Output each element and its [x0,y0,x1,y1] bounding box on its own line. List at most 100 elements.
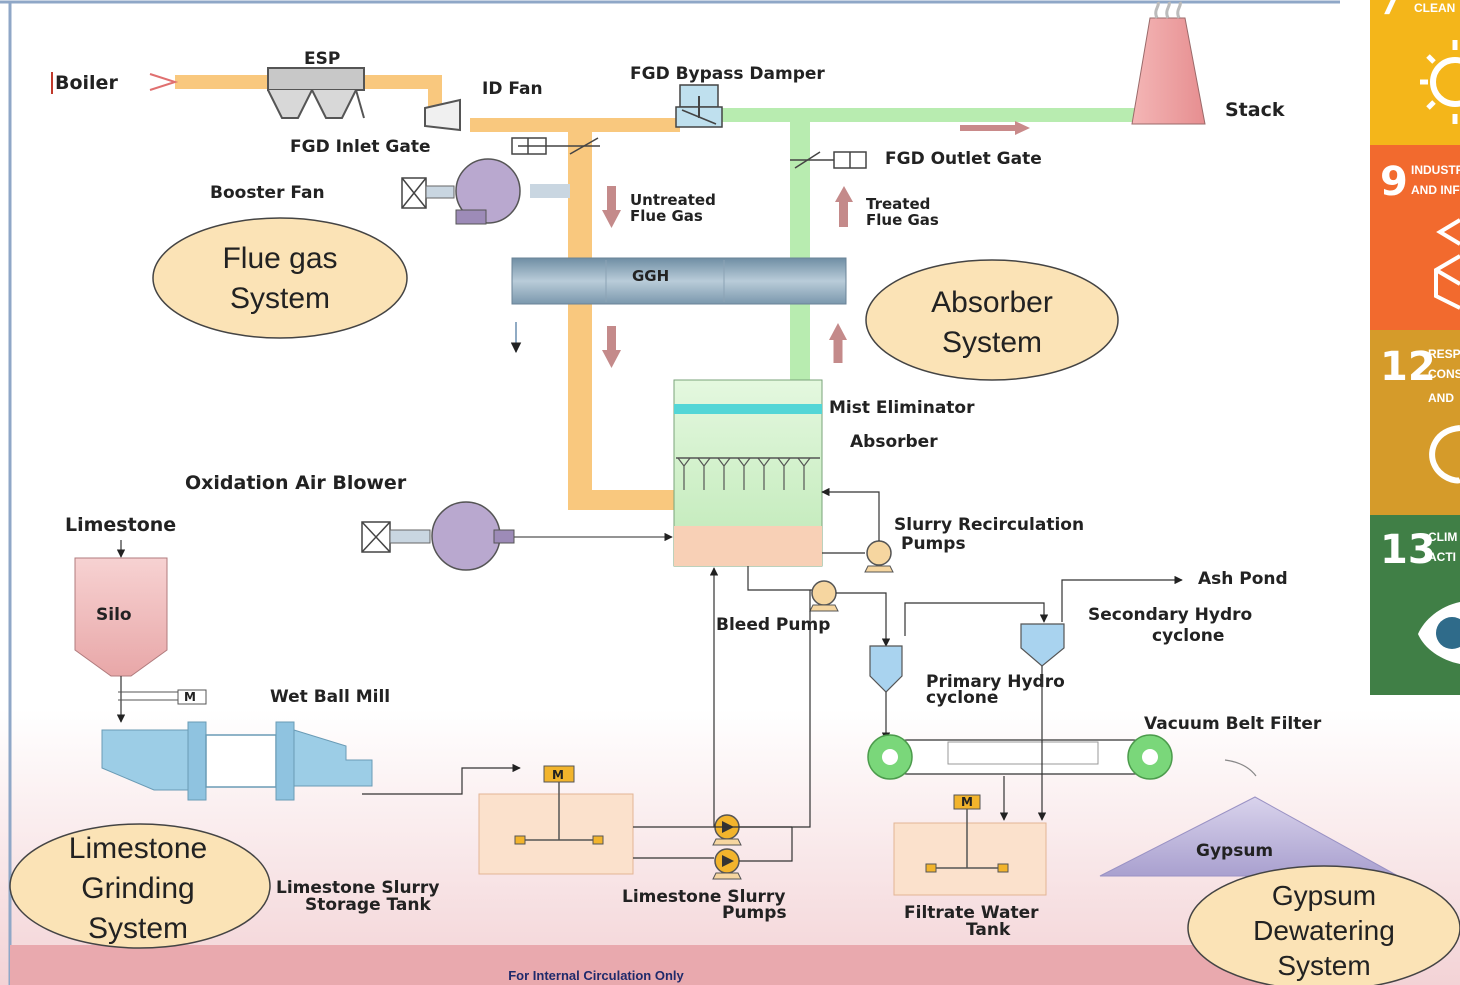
esp-unit [267,67,365,119]
esp-label: ESP [304,49,340,69]
limestone-grinding-line1: Limestone [69,832,207,865]
gypsum-dewatering-system-bubble: Gypsum Dewatering System [1187,865,1460,985]
spray-nozzle [697,457,711,490]
sdg-12-text-2: CONS [1428,367,1460,381]
mill-to-tank-line [362,763,521,795]
slurry-recirculation-pump [864,540,894,573]
sun-icon [1420,40,1460,124]
bleed-to-primary-line [836,592,891,647]
absorber-system-line1: Absorber [931,286,1053,319]
fgd-bypass-damper [675,84,723,128]
sdg-7-number: 7 [1380,0,1399,21]
spray-nozzle [717,457,731,490]
sdg-9-text-2: AND INFI [1411,183,1460,197]
fgd-bypass-damper-label: FGD Bypass Damper [630,64,825,84]
sdg-13-number: 13 [1380,527,1436,573]
vacuum-belt-filter-label: Vacuum Belt Filter [1144,714,1322,734]
ggh-untreated-down-arrow [602,326,621,368]
untreated-vertical-duct [568,120,592,508]
stack-label: Stack [1225,99,1285,121]
sdg-tile-13: 13 CLIM ACTI [1370,515,1460,695]
infinity-icon [1429,425,1460,484]
limestone-grinding-line3: System [88,912,188,945]
ggh-treated-up-arrow [829,323,847,363]
boiler-arrow [149,73,179,91]
fgd-inlet-gate [511,137,600,155]
absorber-tower [673,379,823,567]
gypsum-discharge-line [1224,759,1257,777]
footer-text: For Internal Circulation Only [508,968,684,983]
id-fan-label: ID Fan [482,79,543,99]
feeder [116,676,207,723]
ggh-unit [511,257,847,305]
treated-label-line1: Treated [866,195,930,213]
filtrate-motor-label: M [961,795,973,809]
ls-storage-label-line1: Limestone Slurry [276,878,439,898]
fgd-outlet-gate-label: FGD Outlet Gate [885,149,1042,169]
spray-nozzle [737,457,751,490]
gypsum-dewatering-line3: System [1277,950,1370,981]
gypsum-label: Gypsum [1196,841,1273,861]
id-fan [424,98,461,132]
treated-horizontal-duct [680,108,1140,122]
sdg-7-text: CLEAN [1414,1,1455,15]
primary-hydro-label-line2: cyclone [926,688,998,708]
boiler-label: Boiler [55,72,118,94]
vacuum-belt-filter [867,734,1173,780]
esp-outlet-duct [362,75,440,89]
primary-to-secondary-line [904,602,1049,636]
limestone-label: Limestone [65,514,176,536]
ls-pump-discharge-2 [739,827,793,862]
flue-gas-system-line2: System [230,282,330,315]
ls-pumps-label-line1: Limestone Slurry [622,887,785,907]
feeder-motor-label: M [184,690,196,704]
limestone-slurry-pump-1 [712,814,742,846]
untreated-flow-arrow [602,186,621,228]
sdg-12-text-3: AND [1428,391,1454,405]
sdg-13-text-1: CLIM [1428,530,1457,544]
ls-storage-label-line2: Storage Tank [305,895,432,915]
secondary-hydro-label-line2: cyclone [1152,626,1224,646]
filtrate-label-line1: Filtrate Water [904,903,1039,923]
booster-fan-label: Booster Fan [210,183,325,203]
globe-eye-icon [1418,602,1460,664]
untreated-label-line2: Flue Gas [630,207,703,225]
sdg-tile-7: 7 CLEAN [1370,0,1460,145]
storage-tank-motor-label: M [552,768,564,782]
sdg-12-number: 12 [1380,344,1436,390]
bleed-pump-label: Bleed Pump [716,615,830,635]
slurry-to-absorber-line [709,567,792,828]
treated-label-line2: Flue Gas [866,211,939,229]
gypsum-dewatering-line1: Gypsum [1272,880,1376,911]
fgd-outlet-gate [790,151,867,169]
flue-gas-system-line1: Flue gas [222,242,337,275]
booster-fan [401,158,521,225]
sdg-9-number: 9 [1380,159,1408,205]
absorber-inlet-duct [568,490,674,510]
ggh-label: GGH [632,267,669,285]
bleed-pump [809,580,839,612]
primary-hydro-label-line1: Primary Hydro [926,672,1065,692]
sdg-9-text-1: INDUSTR [1411,163,1460,177]
boiler-duct [175,75,270,89]
treated-vertical-duct [790,118,810,380]
sdg-12-text-1: RESP [1428,347,1460,361]
treated-flow-arrow [835,186,853,227]
stack [1131,1,1206,125]
esp-down-duct [428,75,442,107]
absorber-system-line2: System [942,326,1042,359]
silo-label: Silo [96,605,132,625]
slurry-recirc-label-line2: Pumps [901,534,966,554]
cube-icon [1434,218,1460,310]
to-ash-pond-line [1061,575,1183,622]
fgd-inlet-gate-label: FGD Inlet Gate [290,137,431,157]
sdg-tile-12: 12 RESP CONS AND [1370,330,1460,515]
secondary-hydro-label-line1: Secondary Hydro [1088,605,1252,625]
flow-arrow-to-stack [960,121,1030,135]
spray-nozzle [777,457,791,490]
limestone-grinding-system-bubble: Limestone Grinding System [9,823,271,949]
recirc-return-line [821,487,880,541]
sdg-tile-9: 9 INDUSTR AND INFI [1370,145,1460,330]
